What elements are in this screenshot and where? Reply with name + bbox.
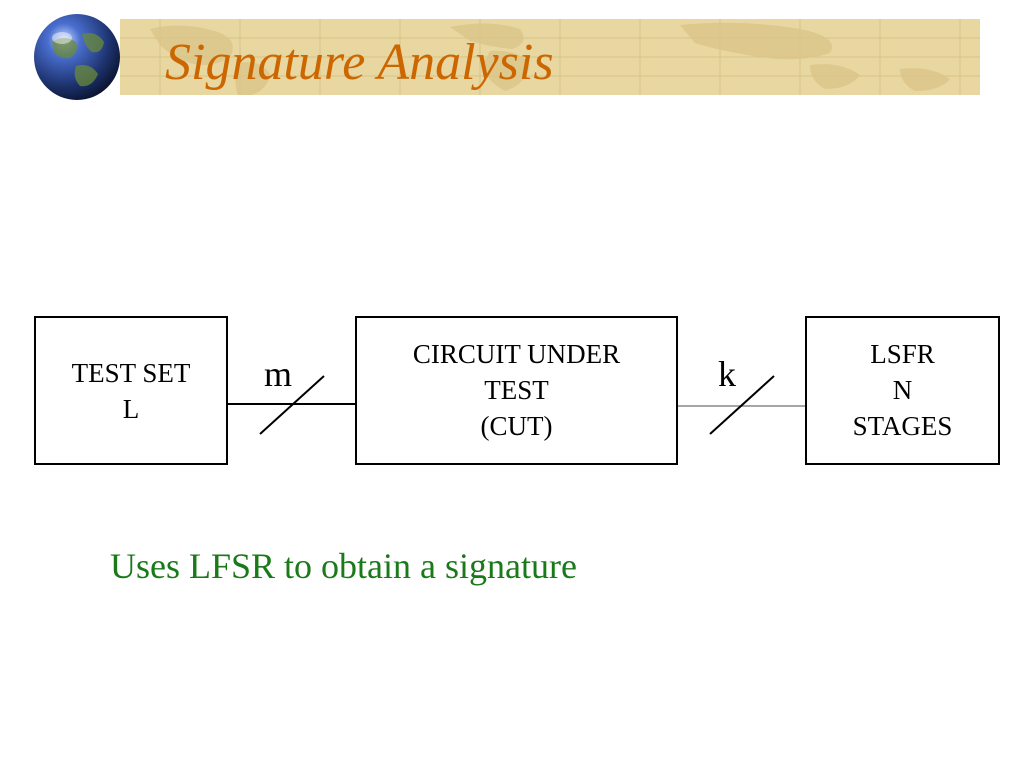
world-map-band xyxy=(120,19,980,95)
globe-icon xyxy=(32,12,122,102)
test-set-size: L xyxy=(122,394,140,424)
bus-slash-m xyxy=(259,375,325,435)
bus-width-k-label: k xyxy=(718,354,736,394)
lsfr-block: LSFR N STAGES xyxy=(805,316,1000,465)
lsfr-label-line2: N xyxy=(892,375,913,405)
bus-slash-k xyxy=(709,375,775,435)
cut-label-line2: TEST xyxy=(484,375,549,405)
cut-block: CIRCUIT UNDER TEST (CUT) xyxy=(355,316,678,465)
header-band xyxy=(120,19,980,95)
bus-width-m-label: m xyxy=(264,354,293,394)
test-set-block: TEST SET L xyxy=(34,316,228,465)
slide-title: Signature Analysis xyxy=(165,34,554,91)
lsfr-label-line1: LSFR xyxy=(870,339,935,369)
cut-label-line3: (CUT) xyxy=(480,411,553,441)
test-set-label: TEST SET xyxy=(71,358,191,388)
slide-caption: Uses LFSR to obtain a signature xyxy=(110,546,577,586)
lsfr-label-line3: STAGES xyxy=(852,411,953,441)
cut-label-line1: CIRCUIT UNDER xyxy=(412,339,621,369)
